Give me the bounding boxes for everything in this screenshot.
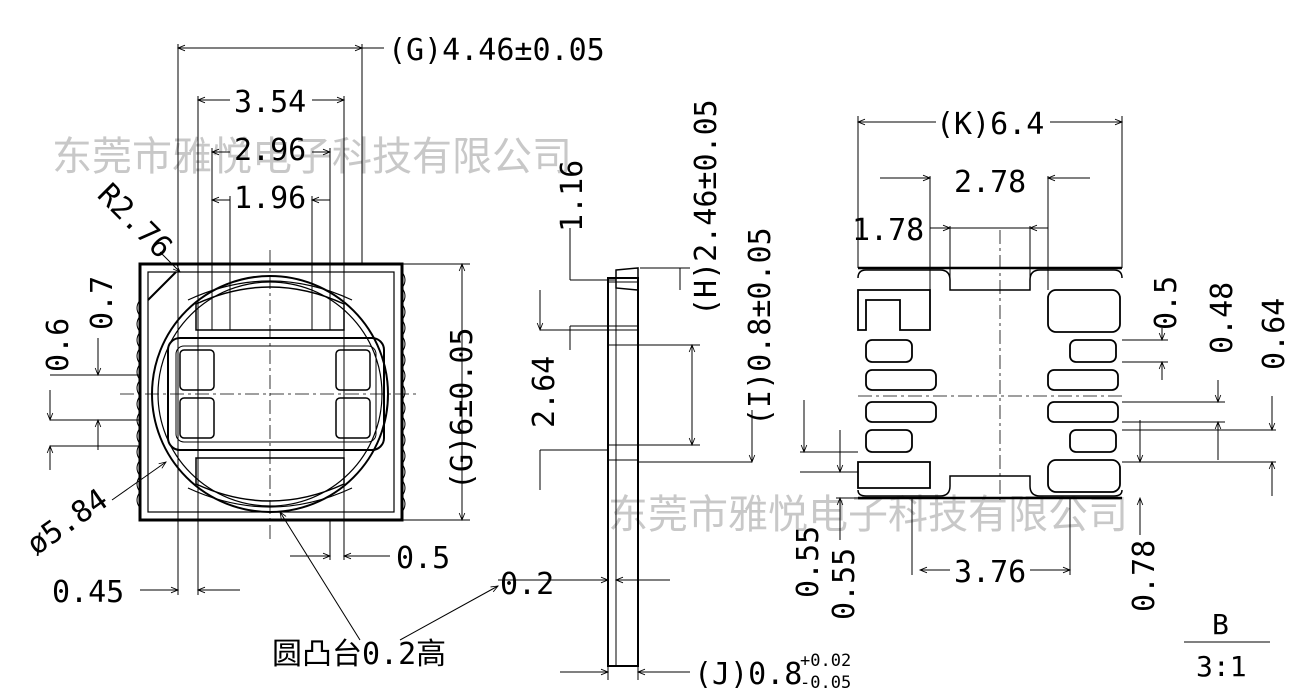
dim-3-76: 3.76 [954,555,1026,590]
pad-left-top [857,289,931,331]
dim-g-width: (G)4.46±0.05 [388,33,605,68]
dim-2-64: 2.64 [527,356,562,428]
view-name: B [1212,608,1229,641]
corner-chamfer [147,271,177,301]
dim-0-45: 0.45 [52,575,124,610]
dim-0-5-right: 0.5 [1149,276,1184,330]
package-outline [138,262,404,522]
dim-1-96: 1.96 [234,181,306,216]
side-view: 1.16 (H)2.46±0.05 (I)0.8±0.05 2.64 0.2 (… [498,99,851,693]
dim-0-78: 0.78 [1127,540,1162,612]
watermark-top: 东莞市雅悦电子科技有限公司 [52,134,572,180]
dim-0-5-left: 0.5 [396,541,450,576]
dome-note: 圆凸台0.2高 [272,637,446,672]
view-scale: 3:1 [1196,650,1247,683]
dim-0-2: 0.2 [500,567,554,602]
dim-r2-76: R2.76 [90,177,179,266]
pad-right-bottom [1047,459,1121,493]
dim-1-78: 1.78 [852,213,924,248]
dim-h-height: (H)2.46±0.05 [689,99,724,316]
dim-2-78: 2.78 [954,165,1026,200]
dim-1-16: 1.16 [555,160,590,232]
dim-j-tol-minus: -0.05 [800,673,851,693]
pad-left-bottom [857,461,931,489]
dim-0-64: 0.64 [1257,298,1292,370]
dim-j-tol-plus: +0.02 [800,651,851,671]
pad-right-top [1047,289,1121,333]
dim-0-7: 0.7 [85,276,120,330]
electrode-tl [179,349,215,391]
dim-g-height: (G)6±0.05 [445,327,480,490]
dim-0-55-b: 0.55 [827,548,862,620]
dim-k-width: (K)6.4 [936,107,1044,142]
bottom-view: (K)6.4 2.78 1.78 0.5 0.48 0.64 0.55 0.55… [791,107,1292,620]
dim-0-55-a: 0.55 [791,526,826,598]
view-label: B 3:1 [1184,608,1270,683]
top-view: (G)4.46±0.05 3.54 2.96 1.96 R2.76 0.7 0.… [21,33,605,672]
dim-j-thickness: (J)0.8 [694,657,802,692]
side-ridges-left [136,299,141,509]
side-body [607,277,639,667]
electrode-br [335,397,371,439]
electrode-tr [335,349,371,391]
dim-0-6: 0.6 [41,318,76,372]
dim-diameter-5-84: ø5.84 [21,482,115,562]
dim-3-54: 3.54 [234,85,306,120]
side-ridges-right [401,271,406,513]
dim-0-48: 0.48 [1205,282,1240,354]
watermark-bottom: 东莞市雅悦电子科技有限公司 [608,492,1128,538]
dim-i-height: (I)0.8±0.05 [743,227,778,426]
dim-2-96: 2.96 [234,133,306,168]
electrode-bl [179,397,215,439]
